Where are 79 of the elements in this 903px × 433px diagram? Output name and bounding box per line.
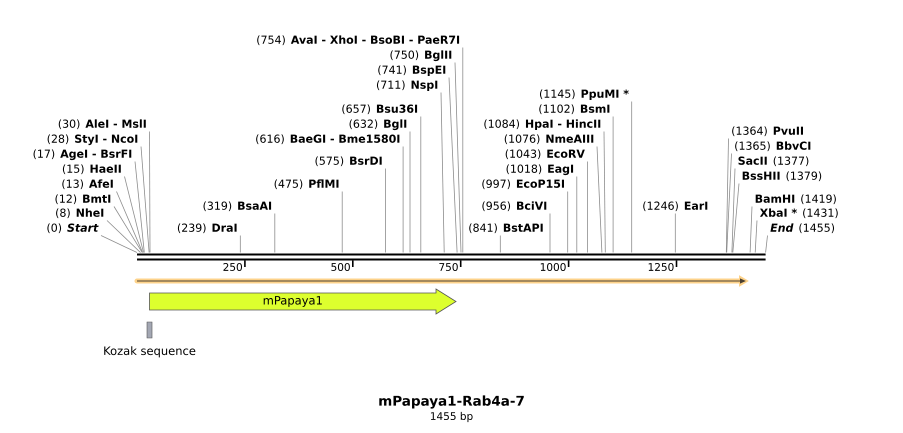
site-label: (319) BsaAI <box>204 201 272 212</box>
site-label: (17) AgeI - BsrFI <box>34 149 132 160</box>
site-label: BamHI (1419) <box>756 194 836 204</box>
leader-line <box>596 146 602 253</box>
site-label: BssHII (1379) <box>742 171 822 182</box>
leader-line <box>140 146 150 253</box>
tick-label: 750 <box>439 263 458 271</box>
site-label: (1084) HpaI - HincII <box>484 119 600 130</box>
leader-line <box>106 220 141 253</box>
tick-label: 500 <box>331 263 350 271</box>
site-label: (0) Start <box>47 223 99 234</box>
leader-line <box>462 47 464 253</box>
site-label: (711) NspI <box>376 80 438 91</box>
site-label: (12) BmtI <box>55 194 110 204</box>
leader-line <box>750 206 752 253</box>
site-label: (1145) PpuMI * <box>540 89 629 100</box>
leader-line <box>604 131 606 253</box>
site-label: (1246) EarI <box>643 201 708 212</box>
leader-line <box>116 191 144 253</box>
leader-line <box>342 191 343 253</box>
site-label: (657) Bsu36I <box>342 104 418 114</box>
site-label: (741) BspEI <box>378 65 446 76</box>
leader-line <box>612 116 614 253</box>
leader-line <box>587 161 588 253</box>
site-label: (239) DraI <box>178 223 237 234</box>
leader-line <box>732 168 736 253</box>
site-label: (575) BsrDI <box>316 156 382 166</box>
leader-line <box>114 206 143 253</box>
leader-line <box>100 235 138 253</box>
site-label: (475) PflMI <box>274 179 338 190</box>
site-label: (1076) NmeAIII <box>504 134 594 144</box>
title: mPapaya1-Rab4a-7 <box>379 395 524 409</box>
leader-line <box>754 220 758 253</box>
leader-line <box>765 235 768 253</box>
site-label: XbaI * (1431) <box>760 208 838 218</box>
leader-line <box>631 101 632 253</box>
site-label: (750) BglII <box>390 50 452 62</box>
leader-line <box>420 116 422 253</box>
leader-line <box>385 168 386 253</box>
site-label: (1364) PvuII <box>732 126 803 136</box>
site-label: (956) BciVI <box>482 201 546 212</box>
leader-line <box>402 146 404 253</box>
backbone <box>137 254 766 260</box>
leader-line <box>732 183 740 253</box>
tick-label: 1000 <box>540 263 566 271</box>
leader-line <box>500 235 501 253</box>
tick-label: 250 <box>223 263 242 271</box>
site-label: (28) StyI - NcoI <box>48 134 138 146</box>
leader-line <box>240 235 241 253</box>
site-label: (13) AfeI <box>62 179 113 190</box>
leader-line <box>134 161 145 253</box>
site-label: (841) BstAPI <box>469 223 543 234</box>
site-label: (15) HaeII <box>62 164 121 174</box>
leader-line <box>274 213 276 253</box>
site-label: (8) NheI <box>56 208 104 218</box>
leader-line <box>454 62 462 253</box>
leader-line <box>726 138 729 253</box>
feature-block: mPapaya1 <box>149 288 457 315</box>
site-label: (997) EcoP15I <box>482 179 564 190</box>
leader-line <box>149 131 150 253</box>
site-label: (616) BaeGI - Bme1580I <box>256 134 400 144</box>
leader-line <box>576 176 578 253</box>
site-label: SacII (1377) <box>738 156 808 166</box>
feature-label: Kozak sequence <box>104 346 196 358</box>
leader-line <box>726 153 732 253</box>
site-label: (1018) EagI <box>506 164 574 176</box>
site-label: (30) AleI - MslI <box>58 119 146 130</box>
leader-line <box>567 191 568 253</box>
caption: 1455 bp <box>430 412 473 422</box>
site-label: End (1455) <box>770 223 834 234</box>
site-label: (754) AvaI - XhoI - BsoBI - PaeR7I <box>257 35 460 46</box>
site-label: (1365) BbvCI <box>735 141 810 152</box>
leader-line <box>124 176 144 253</box>
site-label: (1102) BsmI <box>539 104 610 114</box>
site-label: (1043) EcoRV <box>506 149 585 160</box>
leader-line <box>440 92 445 253</box>
leader-line <box>448 77 458 253</box>
site-label: (632) BglI <box>350 119 406 130</box>
leader-line <box>674 213 676 253</box>
